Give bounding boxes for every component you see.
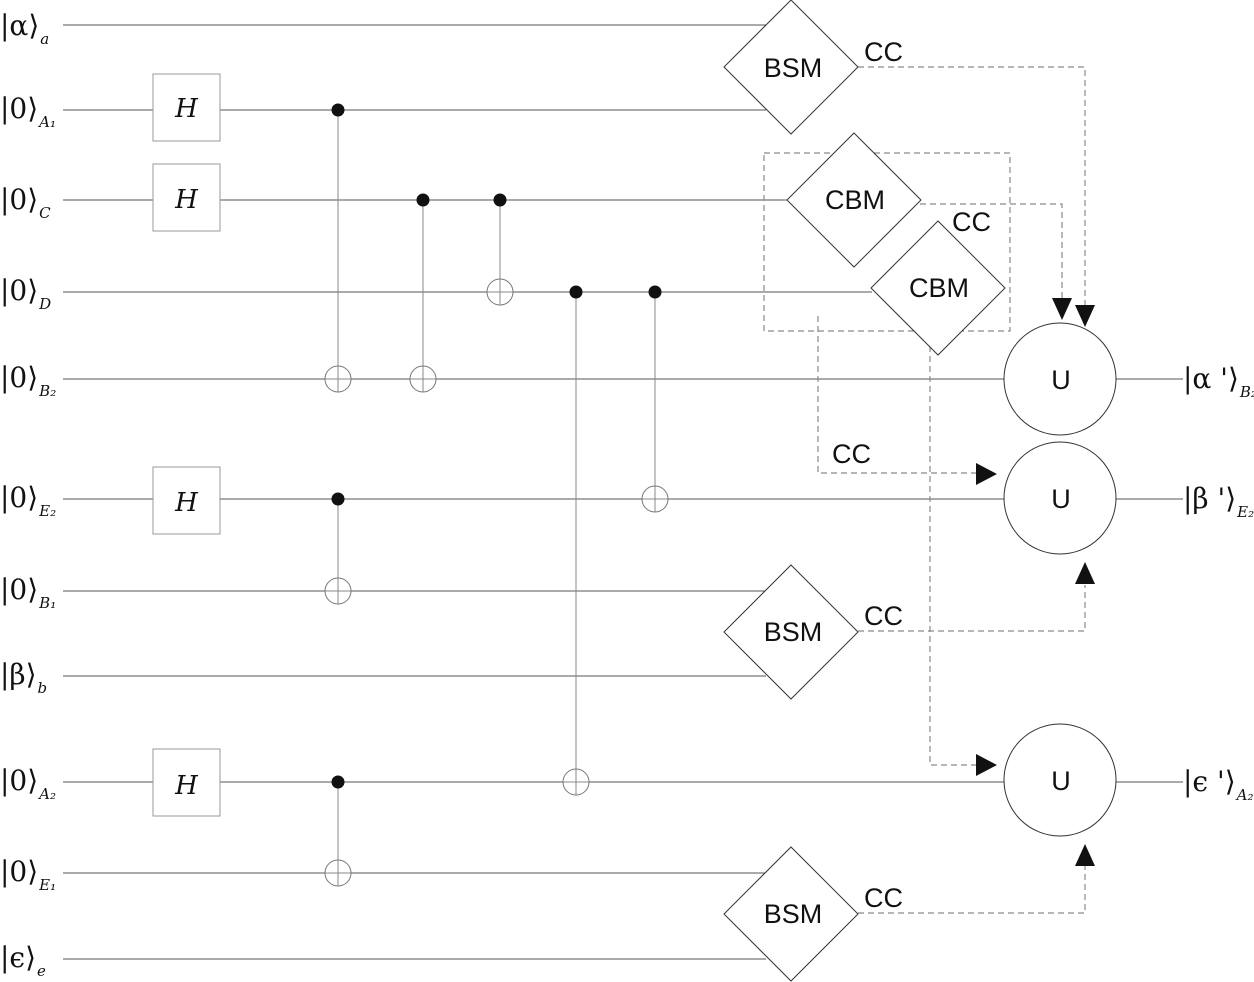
target-oplus-E2 [641, 485, 669, 513]
control-dot-E2 [331, 492, 345, 506]
input-label-5: |0⟩E₂ [0, 481, 56, 520]
target-oplus-E1 [324, 859, 352, 887]
cbm-group-box [763, 152, 1011, 332]
bsm-diamond-2 [723, 564, 859, 700]
control-dot-A2 [331, 775, 345, 789]
hadamard-box-A1 [152, 73, 221, 142]
bsm-label-2: BSM [764, 617, 823, 647]
cc-line-cbm1 [920, 203, 1063, 298]
arrowheads [976, 298, 1095, 866]
control-dot-D-2 [648, 285, 662, 299]
bsm-label-1: BSM [764, 53, 823, 83]
input-label-9: |0⟩E₁ [0, 855, 56, 894]
cc-line-cbm2-to-A2 [929, 316, 978, 766]
hadamard-label-A2: H [174, 771, 199, 801]
control-dot-D-1 [569, 285, 583, 299]
cnot-targets [324, 278, 669, 887]
input-label-2: |0⟩C [0, 183, 51, 222]
cnot-connectors [337, 110, 656, 873]
arrow-up-A2 [1075, 844, 1095, 866]
u-label-A2: U [1051, 766, 1071, 796]
classical-channels [817, 66, 1086, 914]
output-label-1: |β '⟩E₂ [1183, 482, 1254, 521]
arrow-down-bsm [1075, 305, 1095, 327]
input-label-0: |α⟩a [0, 9, 49, 48]
cc-line-cbm2-to-E2 [817, 316, 978, 474]
output-label-0: |α '⟩B₂ [1183, 362, 1254, 401]
cbm-diamond-2 [870, 220, 1006, 356]
target-oplus-B2-2 [409, 365, 437, 393]
cc-label-cbm: CC [952, 207, 991, 237]
u-label-B2: U [1051, 365, 1071, 395]
arrow-up-E2 [1075, 562, 1095, 584]
input-label-1: |0⟩A₁ [0, 92, 56, 131]
bsm-label-3: BSM [764, 899, 823, 929]
target-oplus-A2 [562, 768, 590, 796]
u-gate-A2 [1003, 723, 1117, 837]
hadamard-label-E2: H [174, 488, 199, 518]
control-dots [331, 103, 662, 789]
arrow-right-E2 [976, 463, 997, 485]
arrow-right-A2 [976, 754, 997, 776]
control-dot-A1 [331, 103, 345, 117]
control-dot-C-2 [493, 193, 507, 207]
hadamard-gates: H H H H [152, 73, 221, 817]
cc-label-bsm2: CC [864, 601, 903, 631]
hadamard-label-A1: H [174, 94, 199, 124]
control-dot-C-1 [416, 193, 430, 207]
input-label-7: |β⟩b [0, 658, 47, 697]
target-oplus-D [486, 278, 514, 306]
cc-label-mid: CC [832, 439, 871, 469]
cbm-label-2: CBM [909, 273, 969, 303]
input-label-4: |0⟩B₂ [0, 361, 56, 400]
hadamard-label-C: H [174, 185, 199, 215]
input-label-10: |ϵ⟩e [0, 941, 46, 980]
hadamard-box-E2 [152, 466, 221, 535]
hadamard-box-C [152, 163, 221, 232]
cbm-gates: CBM CBM [786, 132, 1006, 356]
target-oplus-B1 [324, 577, 352, 605]
output-labels: |α '⟩B₂ |β '⟩E₂ |ϵ '⟩A₂ [1183, 362, 1254, 804]
cc-line-bsm3 [858, 866, 1086, 914]
bsm-gates: BSM BSM BSM [723, 0, 859, 982]
input-label-6: |0⟩B₁ [0, 573, 56, 612]
input-labels: |α⟩a |0⟩A₁ |0⟩C |0⟩D |0⟩B₂ |0⟩E₂ |0⟩B₁ |… [0, 9, 56, 980]
cbm-label-1: CBM [825, 185, 885, 215]
arrow-down-cbm [1052, 298, 1072, 320]
cc-line-bsm1 [858, 66, 1086, 305]
cbm-diamond-1 [786, 132, 922, 268]
bsm-diamond-3 [723, 846, 859, 982]
cc-line-bsm2 [858, 585, 1086, 632]
cc-label-bsm3: CC [864, 883, 903, 913]
target-oplus-B2-1 [324, 365, 352, 393]
hadamard-box-A2 [152, 748, 221, 817]
u-gate-B2 [1003, 322, 1117, 436]
input-label-8: |0⟩A₂ [0, 764, 56, 803]
cc-label-bsm1: CC [864, 37, 903, 67]
u-label-E2: U [1051, 484, 1071, 514]
bsm-diamond-1 [723, 0, 859, 135]
u-gate-E2 [1003, 441, 1117, 555]
unitary-gates: U U U [1003, 322, 1117, 837]
output-label-2: |ϵ '⟩A₂ [1183, 765, 1254, 804]
cc-labels: CC CC CC CC CC [832, 37, 991, 913]
input-label-3: |0⟩D [0, 274, 51, 313]
